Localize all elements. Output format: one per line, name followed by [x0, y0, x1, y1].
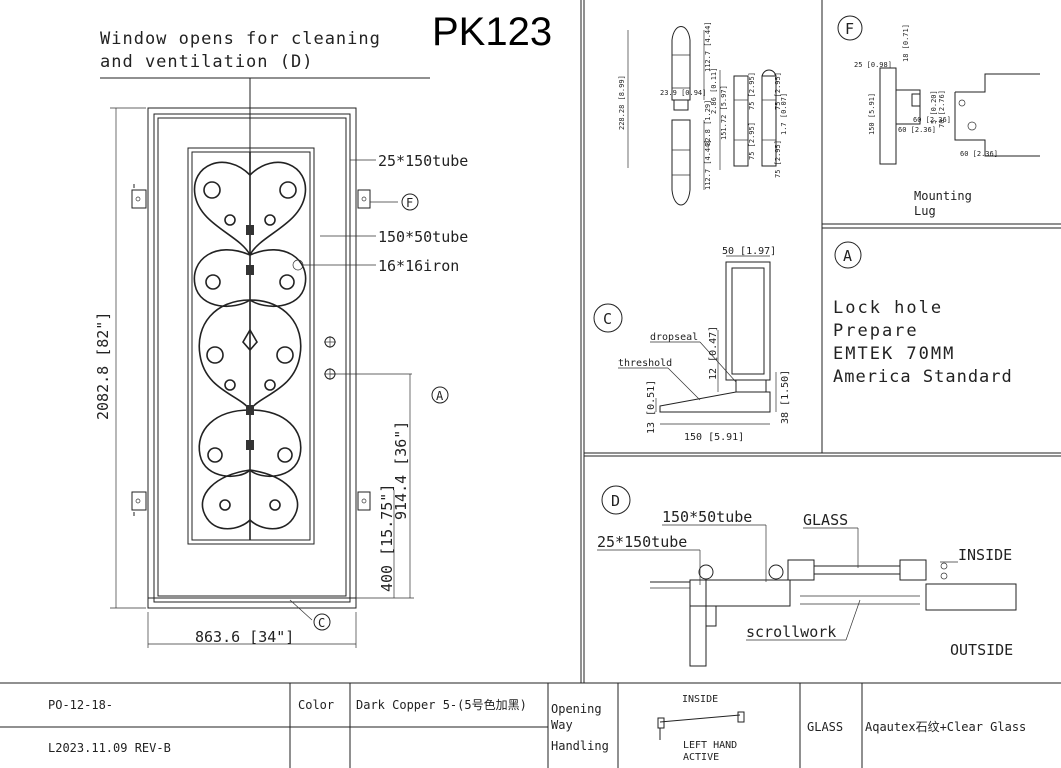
swing-line-2: ACTIVE: [683, 752, 719, 763]
lug-label-2: Lug: [914, 204, 936, 218]
hinge-dim-8: 75 [2.95]: [748, 72, 756, 110]
po-number: PO-12-18-: [48, 698, 113, 712]
lock-line-1: Lock hole: [833, 298, 943, 318]
lock-marker: A: [843, 247, 852, 265]
hinge-dim-3: 23.9 [0.94]: [660, 89, 706, 97]
scrollwork-label: scrollwork: [746, 623, 836, 641]
lock-detail: A Lock hole Prepare EMTEK 70MM America S…: [833, 241, 1013, 387]
hinge-dim-11: 1.7 [0.07]: [780, 93, 788, 135]
threshold-dim-top: 50 [1.97]: [722, 246, 776, 257]
lug-dim-3: 150 [5.91]: [868, 93, 876, 135]
window-note-line2: and ventilation (D): [100, 52, 313, 72]
title-block: PO-12-18- L2023.11.09 REV-B Color Dark C…: [0, 683, 1026, 768]
hinge-dim-6: 151.72 [5.97]: [720, 85, 728, 140]
hinge-dim-9: 75 [2.95]: [748, 122, 756, 160]
lug-dim-2: 18 [0.71]: [902, 24, 910, 62]
threshold-label: threshold: [618, 358, 672, 369]
glass-spec-value: Aqautex石纹+Clear Glass: [865, 720, 1026, 734]
threshold-dim-bottom: 150 [5.91]: [684, 432, 744, 443]
glass-marker: D: [611, 492, 620, 510]
lock-line-3: EMTEK 70MM: [833, 344, 955, 364]
lug-label-1: Mounting: [914, 189, 972, 203]
opening-way-1: Opening: [551, 702, 602, 716]
door-elevation: Window opens for cleaning and ventilatio…: [94, 29, 468, 648]
hinge-dim-5: 32.8 [1.29]: [704, 100, 712, 146]
hinge-dim-7: 112.7 [4.44]: [704, 139, 712, 190]
glass-section-detail: D 150*50tube 25*150tube GLASS INSIDE scr…: [597, 485, 1017, 667]
iron-callout: 16*16iron: [378, 257, 459, 275]
threshold-marker: C: [603, 310, 612, 328]
marker-a: A: [436, 389, 444, 403]
window-note-line1: Window opens for cleaning: [100, 29, 381, 49]
outside-label: OUTSIDE: [950, 641, 1013, 659]
hinge-dim-12: 75 [2.95]: [774, 140, 782, 178]
threshold-detail: C 50 [1.97] dropseal threshold 12 [0.47]…: [593, 246, 791, 443]
dropseal-label: dropseal: [650, 332, 698, 343]
lug-dim-8: 60 [2.36]: [960, 150, 998, 158]
threshold-dim-right: 38 [1.50]: [780, 370, 791, 424]
lock-line-4: America Standard: [833, 367, 1013, 387]
dim-height: 2082.8 [82"]: [94, 312, 112, 420]
panel-tube-callout: 150*50tube: [378, 228, 468, 246]
drawing-title: PK123: [432, 10, 552, 54]
inside-label: INSIDE: [958, 546, 1012, 564]
glass-tube-frame: 25*150tube: [597, 533, 687, 551]
lock-line-2: Prepare: [833, 321, 919, 341]
lug-dim-6: 70 [2.76]: [938, 90, 946, 128]
lug-marker: F: [845, 20, 854, 38]
color-label: Color: [298, 698, 334, 712]
scrollwork-pattern: [193, 152, 307, 540]
dim-lock: 914.4 [36"]: [392, 421, 410, 520]
dim-handle: 400 [15.75"]: [378, 484, 396, 592]
color-value: Dark Copper 5-(5号色加黑): [356, 698, 527, 712]
frame-tube-callout: 25*150tube: [378, 152, 468, 170]
lug-dim-1: 25 [0.98]: [854, 61, 892, 69]
dim-width: 863.6 [34"]: [195, 628, 294, 646]
lug-dim-4: 60 [2.36]: [898, 126, 936, 134]
revision: L2023.11.09 REV-B: [48, 741, 171, 755]
lug-dim-5: 5 [0.20]: [930, 90, 938, 124]
marker-c: C: [318, 616, 325, 630]
swing-inside: INSIDE: [682, 694, 718, 705]
lug-dim-7: 60 [2.36]: [913, 116, 951, 124]
threshold-dim-small: 13 [0.51]: [646, 380, 657, 434]
hinge-dim-10: 75 [2.95]: [774, 72, 782, 110]
hinge-dim-2: 112.7 [4.44]: [704, 21, 712, 72]
hinge-dim-1: 228.28 [8.99]: [618, 75, 626, 130]
opening-way-3: Handling: [551, 739, 609, 753]
marker-f: F: [406, 196, 413, 210]
mounting-lug-detail: F 25 [0.98] 18 [0.71] 150 [5.91] 60 [2.3…: [837, 15, 1040, 218]
hinge-detail: 228.28 [8.99] 112.7 [4.44] 23.9 [0.94] 2…: [618, 21, 788, 206]
glass-spec-label: GLASS: [807, 720, 843, 734]
glass-tube-panel: 150*50tube: [662, 508, 752, 526]
glass-label: GLASS: [803, 511, 848, 529]
hinge-dim-4: 2.86 [0.11]: [710, 68, 718, 114]
opening-way-2: Way: [551, 718, 573, 732]
threshold-dim-gap: 12 [0.47]: [708, 326, 719, 380]
swing-line-1: LEFT HAND: [683, 740, 737, 751]
sheet-frame: [0, 0, 1061, 684]
